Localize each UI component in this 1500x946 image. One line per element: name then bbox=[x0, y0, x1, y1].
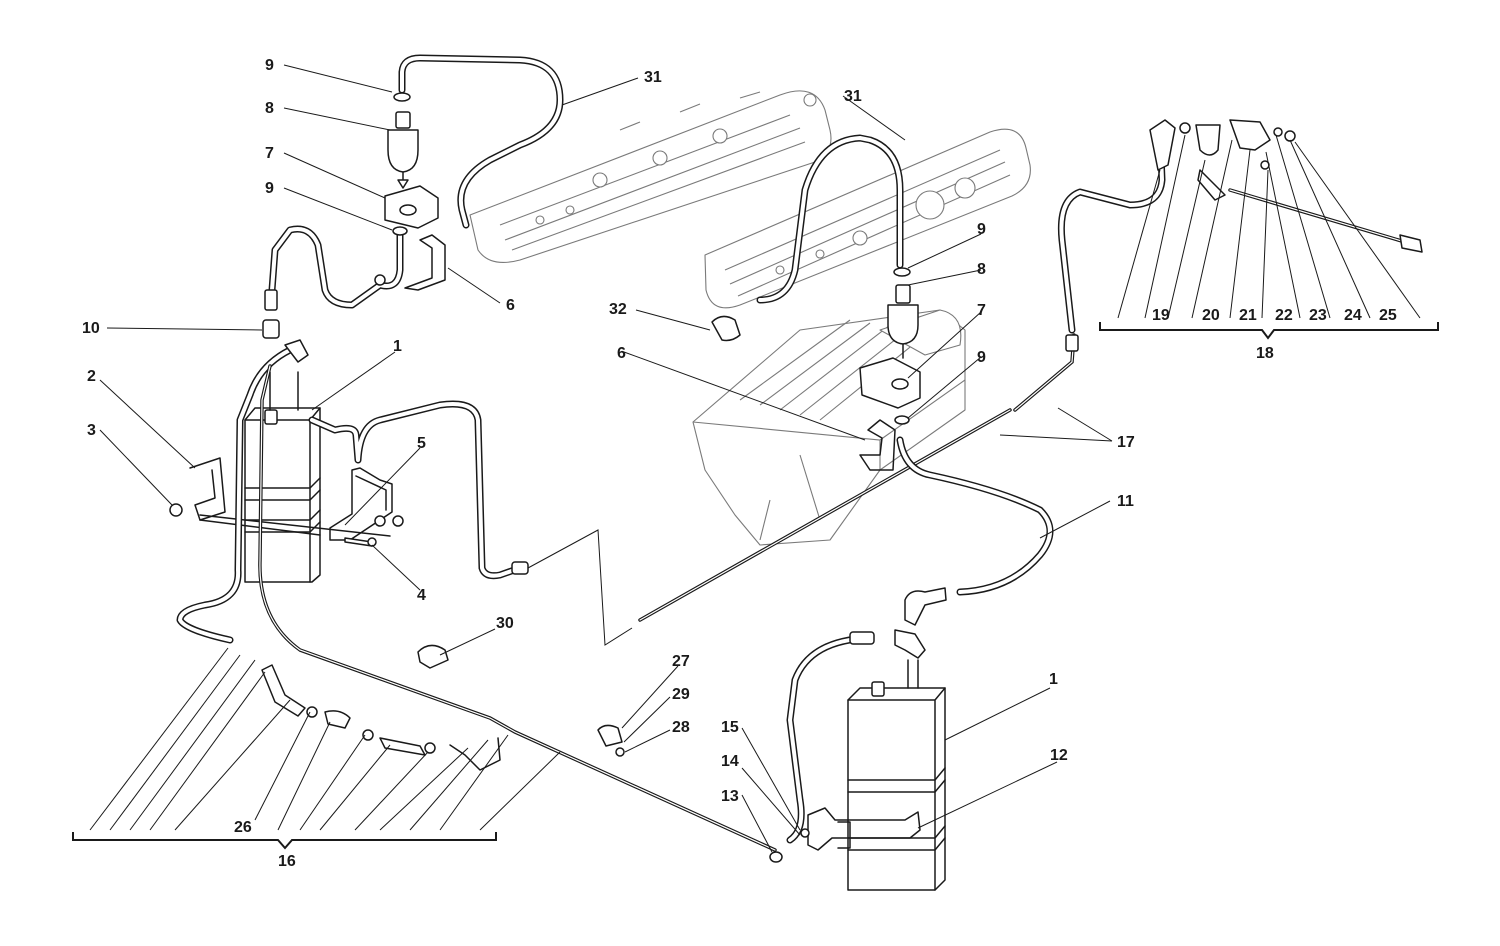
callout-6: 6 bbox=[617, 345, 626, 362]
parts-13-14-15 bbox=[769, 828, 810, 863]
callout-9: 9 bbox=[265, 180, 274, 197]
callout-7: 7 bbox=[977, 302, 986, 319]
callout-17: 17 bbox=[1117, 434, 1135, 451]
callout-labels: 9 8 7 9 31 31 6 10 1 2 3 5 4 32 6 9 8 7 … bbox=[82, 57, 1397, 870]
hose-31-right bbox=[756, 134, 904, 304]
parts-lower-left-group bbox=[261, 664, 501, 771]
part-30-clip bbox=[417, 644, 449, 669]
callout-4: 4 bbox=[417, 587, 426, 604]
callout-31: 31 bbox=[644, 69, 662, 86]
callout-2: 2 bbox=[87, 368, 96, 385]
thin-line-17 bbox=[1013, 126, 1166, 412]
callout-12: 12 bbox=[1050, 747, 1068, 764]
hose-31-left bbox=[398, 54, 564, 229]
parts-18-group bbox=[1149, 119, 1423, 253]
callout-20: 20 bbox=[1202, 307, 1220, 324]
callout-28: 28 bbox=[672, 719, 690, 736]
callout-1: 1 bbox=[1049, 671, 1058, 688]
callout-32: 32 bbox=[609, 301, 627, 318]
left-cam-cover bbox=[469, 90, 832, 263]
callout-8: 8 bbox=[977, 261, 986, 278]
callout-19: 19 bbox=[1152, 307, 1170, 324]
bracket-7-right bbox=[859, 357, 921, 425]
airbox bbox=[692, 309, 966, 546]
callout-26: 26 bbox=[234, 819, 252, 836]
callout-22: 22 bbox=[1275, 307, 1293, 324]
right-canister-bracket bbox=[807, 807, 921, 851]
callout-25: 25 bbox=[1379, 307, 1397, 324]
leader-lines bbox=[89, 64, 1421, 853]
callout-29: 29 bbox=[672, 686, 690, 703]
callout-3: 3 bbox=[87, 422, 96, 439]
hose-left-to-airbox bbox=[308, 400, 529, 580]
callout-24: 24 bbox=[1344, 307, 1362, 324]
left-canister bbox=[244, 371, 321, 583]
callout-16: 16 bbox=[278, 853, 296, 870]
valve-8-right bbox=[887, 267, 919, 359]
callout-27: 27 bbox=[672, 653, 690, 670]
left-fasteners bbox=[169, 503, 404, 547]
callout-1: 1 bbox=[393, 338, 402, 355]
callout-9: 9 bbox=[977, 349, 986, 366]
callout-5: 5 bbox=[417, 435, 426, 452]
thin-line-left-main bbox=[258, 364, 777, 852]
right-canister bbox=[847, 659, 946, 891]
callout-9: 9 bbox=[265, 57, 274, 74]
callout-8: 8 bbox=[265, 100, 274, 117]
callout-14: 14 bbox=[721, 753, 739, 770]
hose-left-canister-loop bbox=[176, 339, 309, 644]
callout-9: 9 bbox=[977, 221, 986, 238]
hose-right-canister-lower bbox=[786, 629, 926, 844]
callout-30: 30 bbox=[496, 615, 514, 632]
callout-31: 31 bbox=[844, 88, 862, 105]
right-cam-cover bbox=[704, 128, 1031, 309]
callout-21: 21 bbox=[1239, 307, 1257, 324]
bracket-7-left bbox=[384, 185, 439, 236]
bracket-6-right bbox=[859, 419, 896, 471]
callout-15: 15 bbox=[721, 719, 739, 736]
left-clamp-bracket bbox=[329, 467, 393, 541]
part-32-clip bbox=[711, 315, 741, 342]
callout-13: 13 bbox=[721, 788, 739, 805]
callout-10: 10 bbox=[82, 320, 100, 337]
callout-23: 23 bbox=[1309, 307, 1327, 324]
valve-8-left bbox=[387, 92, 419, 189]
callout-11: 11 bbox=[1117, 493, 1134, 510]
group-18-bracket bbox=[1099, 322, 1439, 340]
bracket-6-left bbox=[404, 234, 446, 291]
callout-7: 7 bbox=[265, 145, 274, 162]
parts-27-28-29 bbox=[597, 724, 625, 757]
hose-11 bbox=[896, 436, 1054, 626]
thin-line-airbox bbox=[527, 408, 1012, 646]
callout-18: 18 bbox=[1256, 345, 1274, 362]
group-16-bracket bbox=[72, 832, 497, 850]
callout-6: 6 bbox=[506, 297, 515, 314]
hose-left-upper bbox=[262, 225, 404, 339]
